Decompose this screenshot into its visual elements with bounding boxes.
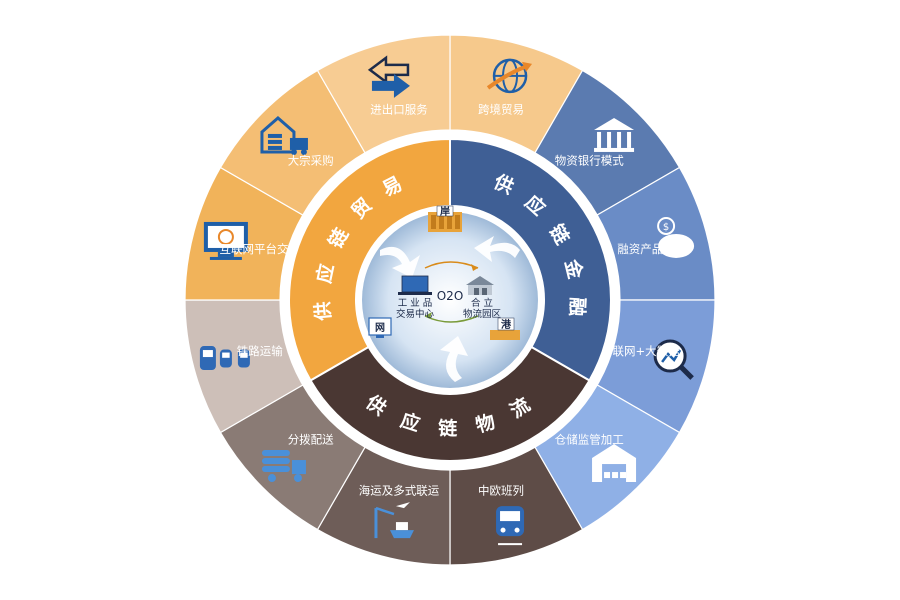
magnifier-chart-icon — [653, 339, 694, 380]
swirl-arrow-3 — [440, 336, 468, 382]
segment-warehouse-supervision-label: 仓储监管加工 — [555, 432, 624, 446]
tag-harbor: 港 — [501, 318, 512, 331]
segment-sea-multimodal: 海运及多式联运 — [316, 446, 451, 566]
segment-distribution-label: 分拨配送 — [288, 432, 334, 446]
segment-sea-multimodal-label: 海运及多式联运 — [359, 483, 440, 497]
ring-logistics-bg — [309, 345, 591, 462]
segment-financing-products: $融资产品 — [596, 166, 716, 301]
logistics-building-icon — [466, 276, 494, 295]
segment-bulk-purchasing-label: 大宗采购 — [288, 154, 334, 168]
segment-import-export: 进出口服务 — [316, 34, 451, 154]
logistics-park-label-2: 物流园区 — [463, 308, 502, 320]
ring-finance-char: 融 — [565, 297, 588, 317]
segment-china-europe-train-label: 中欧班列 — [478, 483, 524, 497]
globe-arrow-icon — [486, 58, 533, 94]
segment-import-export-bg — [316, 34, 451, 154]
ring-trade-char: 供 — [311, 301, 336, 323]
monitor-icon — [203, 221, 248, 260]
ring-trade-bg — [288, 137, 451, 382]
truck-icon — [261, 450, 306, 483]
train-front-icon — [496, 506, 525, 546]
core-circle: 岸 O2O 工 业 品 交易中心 合 立 物流园区 网 — [357, 205, 543, 393]
port-container-icon: 岸 — [428, 205, 462, 232]
segment-financing-products-label: 融资产品 — [617, 242, 663, 256]
piggy-bank-icon: $ — [657, 216, 695, 258]
o2o-label: O2O — [437, 289, 464, 303]
ring-finance-bg — [449, 137, 612, 382]
warehouse-truck-icon — [260, 115, 308, 155]
inner-ring: 供应链贸易供应链金融供应链物流 — [288, 137, 612, 462]
tag-net: 网 — [375, 322, 385, 334]
net-monitor-icon: 网 — [368, 317, 392, 338]
segment-rail-transport: 铁路运输 — [184, 299, 304, 434]
segment-import-export-label: 进出口服务 — [370, 103, 428, 117]
exchange-arrows-icon — [367, 55, 410, 98]
segment-iot-big-data-label: 物联网+大数据 — [601, 344, 680, 358]
bank-icon — [594, 117, 635, 152]
exchange-center-label-2: 交易中心 — [396, 308, 435, 320]
ring-logistics: 供应链物流 — [309, 345, 591, 462]
segment-china-europe-train: 中欧班列 — [449, 446, 584, 566]
segment-internet-platform: 互联网平台交易 — [184, 166, 304, 301]
warehouse-icon — [592, 444, 637, 483]
laptop-icon — [398, 275, 432, 295]
outer-ring: 跨境贸易物资银行模式$融资产品物联网+大数据仓储监管加工中欧班列海运及多式联运分… — [184, 34, 716, 566]
ring-logistics-char: 链 — [438, 417, 457, 440]
segment-warehouse-supervision: 仓储监管加工 — [534, 384, 681, 531]
crane-ship-icon — [374, 502, 414, 539]
segment-material-bank-model: 物资银行模式 — [534, 69, 681, 216]
swirl-arrow-2 — [474, 236, 520, 262]
logistics-park-label-1: 合 立 — [471, 297, 493, 309]
segment-internet-platform-label: 互联网平台交易 — [219, 242, 300, 256]
harbor-icon: 港 — [490, 317, 520, 340]
segment-cross-border-trade-label: 跨境贸易 — [478, 103, 524, 117]
segment-material-bank-model-label: 物资银行模式 — [555, 154, 624, 168]
segment-rail-transport-label: 铁路运输 — [237, 344, 283, 358]
tag-port: 岸 — [440, 205, 450, 218]
ring-trade-char: 应 — [312, 262, 338, 285]
exchange-center-label-1: 工 业 品 — [398, 298, 433, 309]
trains-icon — [199, 346, 250, 371]
svg-text:$: $ — [663, 222, 669, 233]
swirl-arrow-1 — [380, 246, 420, 278]
segment-iot-big-data: 物联网+大数据 — [596, 299, 716, 434]
